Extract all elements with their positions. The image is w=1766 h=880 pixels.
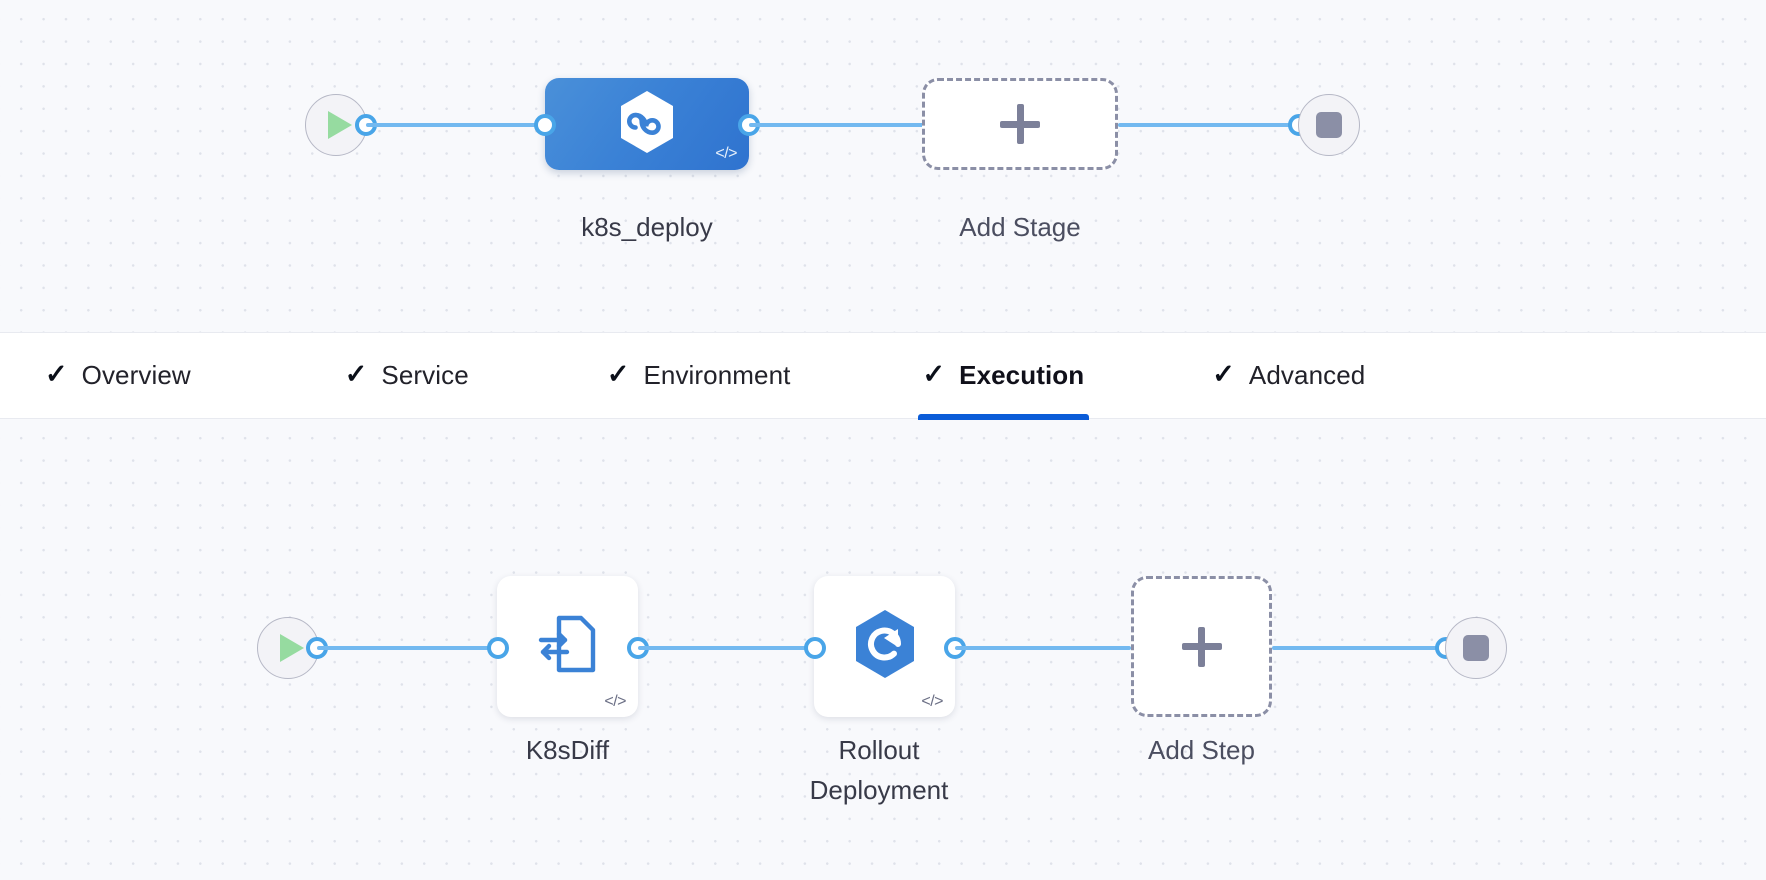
tab-advanced[interactable]: ✓ Advanced	[1185, 332, 1392, 419]
edge-add-stage-to-end	[1118, 123, 1298, 127]
add-stage-label: Add Stage	[959, 212, 1081, 242]
tab-underline-active	[917, 414, 1090, 420]
stage-in-port[interactable]	[534, 114, 556, 136]
step-node-rollout-deployment[interactable]: </>	[814, 576, 955, 717]
check-icon: ✓	[922, 359, 946, 389]
edge-k8sdiff-to-rollout	[638, 646, 814, 650]
plus-icon	[1000, 104, 1040, 144]
code-badge-icon: </>	[715, 145, 737, 162]
rollout-in-port[interactable]	[804, 637, 826, 659]
stop-icon	[1316, 112, 1342, 138]
check-icon: ✓	[606, 359, 630, 389]
tab-environment[interactable]: ✓ Environment	[580, 332, 818, 419]
code-badge-icon: </>	[921, 693, 943, 710]
check-icon: ✓	[344, 359, 368, 389]
stage-node-k8s-deploy[interactable]: </>	[545, 78, 749, 170]
execution-graph-canvas[interactable]: </> K8sDiff </>	[0, 419, 1766, 880]
edge-stage-to-add-stage	[749, 123, 924, 127]
stage-config-tabbar: ✓ Overview ✓ Service ✓ Environment ✓ Exe…	[0, 332, 1766, 420]
stop-icon	[1463, 635, 1489, 661]
code-badge-icon: </>	[604, 693, 626, 710]
tab-service[interactable]: ✓ Service	[318, 332, 496, 419]
tab-overview-label: Overview	[81, 360, 191, 390]
edge-rollout-to-add-step	[955, 646, 1131, 650]
stage-row: </> k8s_deploy Add Stage	[0, 0, 1766, 332]
tab-service-label: Service	[381, 360, 469, 390]
tab-execution[interactable]: ✓ Execution	[896, 332, 1112, 420]
add-step-label: Add Step	[1148, 735, 1255, 765]
edge-add-step-to-end	[1272, 646, 1445, 650]
stage-label-k8s-deploy: k8s_deploy	[581, 212, 713, 242]
k8sdiff-in-port[interactable]	[487, 637, 509, 659]
tab-environment-label: Environment	[643, 360, 791, 390]
plus-icon	[1181, 626, 1222, 667]
kubernetes-hexagon-icon	[616, 89, 678, 160]
step-node-k8sdiff[interactable]: </>	[497, 576, 638, 717]
rollout-deployment-hexagon-icon	[850, 607, 920, 686]
k8s-diff-document-icon	[537, 612, 599, 681]
check-icon: ✓	[1212, 359, 1235, 389]
play-icon	[327, 111, 352, 139]
step-label-k8sdiff: K8sDiff	[525, 735, 610, 765]
add-step-button[interactable]	[1131, 576, 1272, 717]
edge-start-to-k8sdiff	[317, 646, 493, 650]
step-row: </> K8sDiff </>	[0, 419, 1766, 880]
stage-graph-canvas[interactable]: </> k8s_deploy Add Stage	[0, 0, 1766, 332]
tab-overview[interactable]: ✓ Overview	[18, 332, 218, 419]
execution-end-node[interactable]	[1445, 617, 1507, 679]
edge-start-to-stage	[366, 123, 551, 127]
step-label-rollout-deployment: Rollout Deployment	[809, 735, 949, 806]
check-icon: ✓	[45, 359, 68, 389]
tab-advanced-label: Advanced	[1248, 360, 1366, 390]
add-stage-button[interactable]	[922, 78, 1118, 170]
pipeline-end-node[interactable]	[1298, 94, 1360, 156]
play-icon	[279, 634, 304, 662]
tab-execution-label: Execution	[959, 360, 1085, 390]
